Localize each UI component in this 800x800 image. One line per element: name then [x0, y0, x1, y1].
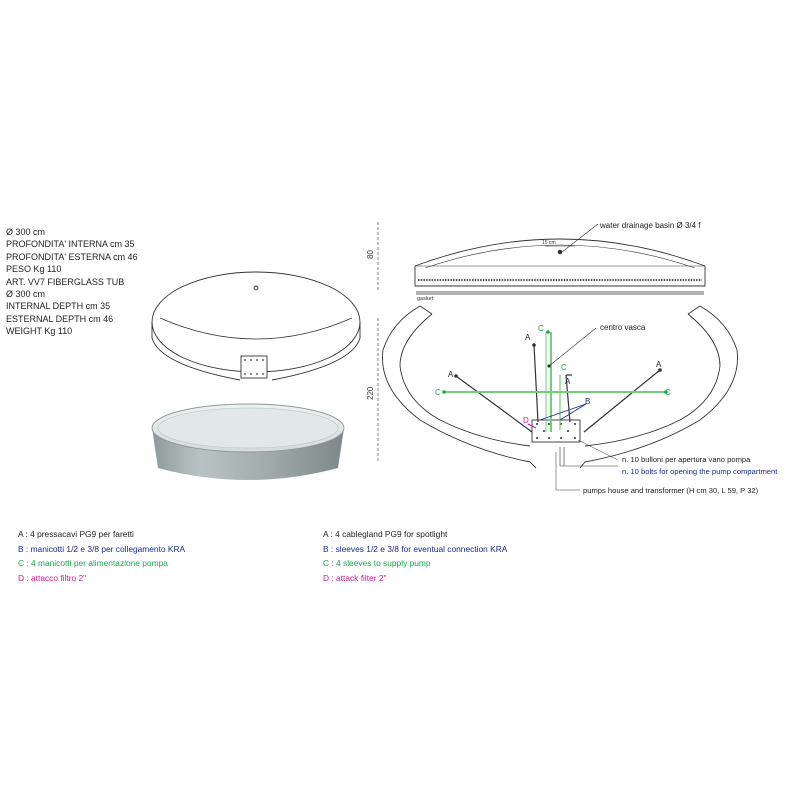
marker-a-top: A [525, 333, 531, 342]
center-point [547, 364, 551, 368]
drain-offset-label: 15 cm [542, 240, 556, 246]
bolts-label-en: n. 10 bolts for opening the pump compart… [622, 467, 778, 476]
section-view [377, 222, 706, 295]
spec-it-weight: PESO Kg 110 [6, 264, 62, 275]
spec-it-diameter: Ø 300 cm [6, 227, 46, 237]
marker-a-right: A [656, 360, 662, 369]
legend-en-b: B : sleeves 1/2 e 3/8 for eventual conne… [323, 543, 508, 554]
pump-house-label: pumps house and transformer (H cm 30, L … [583, 486, 759, 495]
center-label: centro vasca [600, 323, 646, 332]
spec-it-external-depth: PROFONDITA' ESTERNA cm 46 [6, 251, 138, 262]
bolt-leaders [577, 439, 619, 461]
legend-it-c: C : 4 manicotti per alimentazione pompa [18, 558, 168, 569]
legend-en-a: A : 4 cablegland PG9 for spotlight [323, 529, 448, 539]
legend-en-d: D : attack filter 2" [323, 572, 387, 583]
spec-en-internal-depth: INTERNAL DEPTH cm 35 [6, 301, 111, 312]
cablegland-endpoints [454, 343, 662, 378]
plan-view [377, 305, 738, 469]
spec-en-external-depth: ESTERNAL DEPTH cm 46 [6, 313, 114, 324]
section-height-dim: 80 [366, 250, 375, 259]
plan-depth-dim: 220 [366, 386, 375, 400]
center-leader-line [548, 327, 597, 367]
marker-d: D [523, 416, 529, 425]
filter-attach-line [527, 423, 537, 429]
cablegland-lines [455, 344, 661, 433]
specs-block: Ø 300 cm PROFONDITA' INTERNA cm 35 PROFO… [6, 226, 138, 338]
kra-sleeve-lines [539, 403, 587, 421]
marker-b: B [585, 397, 590, 406]
drain-label: water drainage basin Ø 3/4 f [599, 221, 701, 230]
legend-it-b: B : manicotti 1/2 e 3/8 per collegamento… [18, 543, 186, 554]
spec-en-article: ART. VV7 FIBERGLASS TUB [6, 276, 125, 287]
marker-c-top: C [538, 324, 544, 333]
spec-it-internal-depth: PROFONDITA' INTERNA cm 35 [6, 239, 135, 250]
marker-a-center: A [565, 377, 571, 386]
tub-outline-drawing [151, 271, 361, 381]
marker-c-center: C [561, 363, 567, 372]
spec-en-diameter: Ø 300 cm [6, 289, 46, 300]
gasket-label: gasket [417, 296, 434, 302]
legend-it-d: D : attacco filtro 2" [18, 572, 87, 583]
legend-en-c: C : 4 sleeves to supply pump [323, 558, 431, 569]
bolts-label-it: n. 10 bulloni per apertura vano pompa [622, 455, 751, 464]
marker-a-left: A [448, 370, 454, 379]
legend-english: A : 4 cablegland PG9 for spotlight B : s… [323, 527, 507, 585]
legend-it-a: A : 4 pressacavi PG9 per faretti [18, 529, 134, 539]
legend-italian: A : 4 pressacavi PG9 per faretti B : man… [18, 527, 185, 585]
pump-supply-endpoints [442, 330, 668, 394]
spec-en-weight: WEIGHT Kg 110 [6, 326, 73, 337]
marker-c-right: C [665, 388, 671, 397]
pump-supply-lines [444, 332, 666, 432]
tub-render [151, 403, 345, 480]
marker-c-left: C [435, 388, 441, 397]
